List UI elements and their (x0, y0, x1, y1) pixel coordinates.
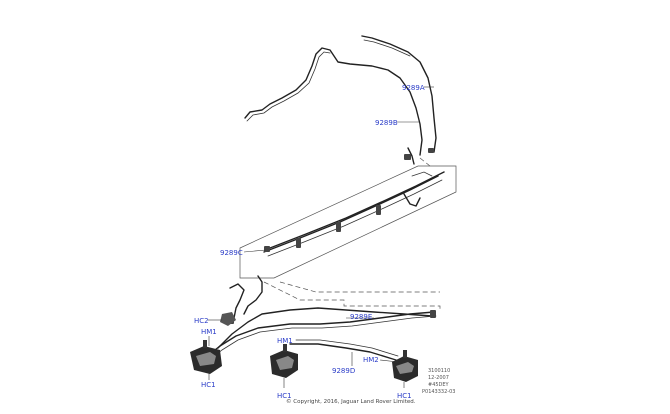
callout-hc1-right: HC1 (397, 392, 412, 400)
reference-line-2: 12-2007 (428, 375, 449, 381)
reference-line-3: #45DEY (428, 382, 450, 388)
leader-lines (208, 86, 434, 388)
clip-left (190, 340, 222, 374)
callout-hm2: HM2 (363, 356, 379, 364)
callout-hc2: HC2 (194, 317, 209, 325)
callout-hm1-middle: HM1 (277, 337, 293, 345)
callout-hc1-middle: HC1 (277, 392, 292, 400)
upper-pipe-assembly (244, 35, 437, 165)
reference-line-4: P0143332-03 (422, 389, 455, 395)
callout-hc1-left: HC1 (201, 381, 216, 389)
lower-pipe-assembly (209, 275, 437, 361)
copyright-notice: © Copyright, 2016, Jaguar Land Rover Lim… (286, 398, 416, 405)
detail-box (239, 157, 457, 310)
clip-hc2 (220, 312, 236, 326)
clip-middle (270, 344, 298, 378)
reference-line-1: 3100110 (428, 368, 450, 374)
callout-9289b: 9289B (375, 119, 398, 127)
middle-pipe-harness (263, 171, 445, 257)
callout-9289d: 9289D (332, 367, 355, 375)
callout-9289a: 9289A (402, 84, 425, 92)
callout-hm1-left: HM1 (201, 328, 217, 336)
clip-right (392, 350, 418, 382)
callout-9289e: 9289E (350, 313, 372, 321)
callout-9289c: 9289C (220, 249, 243, 257)
